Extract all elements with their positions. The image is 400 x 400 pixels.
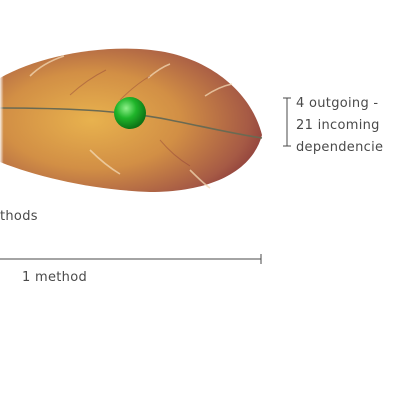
dependency-label-incoming: 21 incoming	[296, 118, 380, 133]
method-measure-line	[0, 254, 262, 264]
dependency-label-outgoing: 4 outgoing -	[296, 96, 378, 111]
method-node	[114, 97, 146, 129]
measure-label: 1 method	[22, 270, 87, 285]
methods-label: thods	[0, 209, 38, 224]
dependency-label-dependencies: dependencie	[296, 140, 383, 155]
dependency-bracket	[283, 97, 291, 147]
feather-rachis	[0, 107, 263, 139]
